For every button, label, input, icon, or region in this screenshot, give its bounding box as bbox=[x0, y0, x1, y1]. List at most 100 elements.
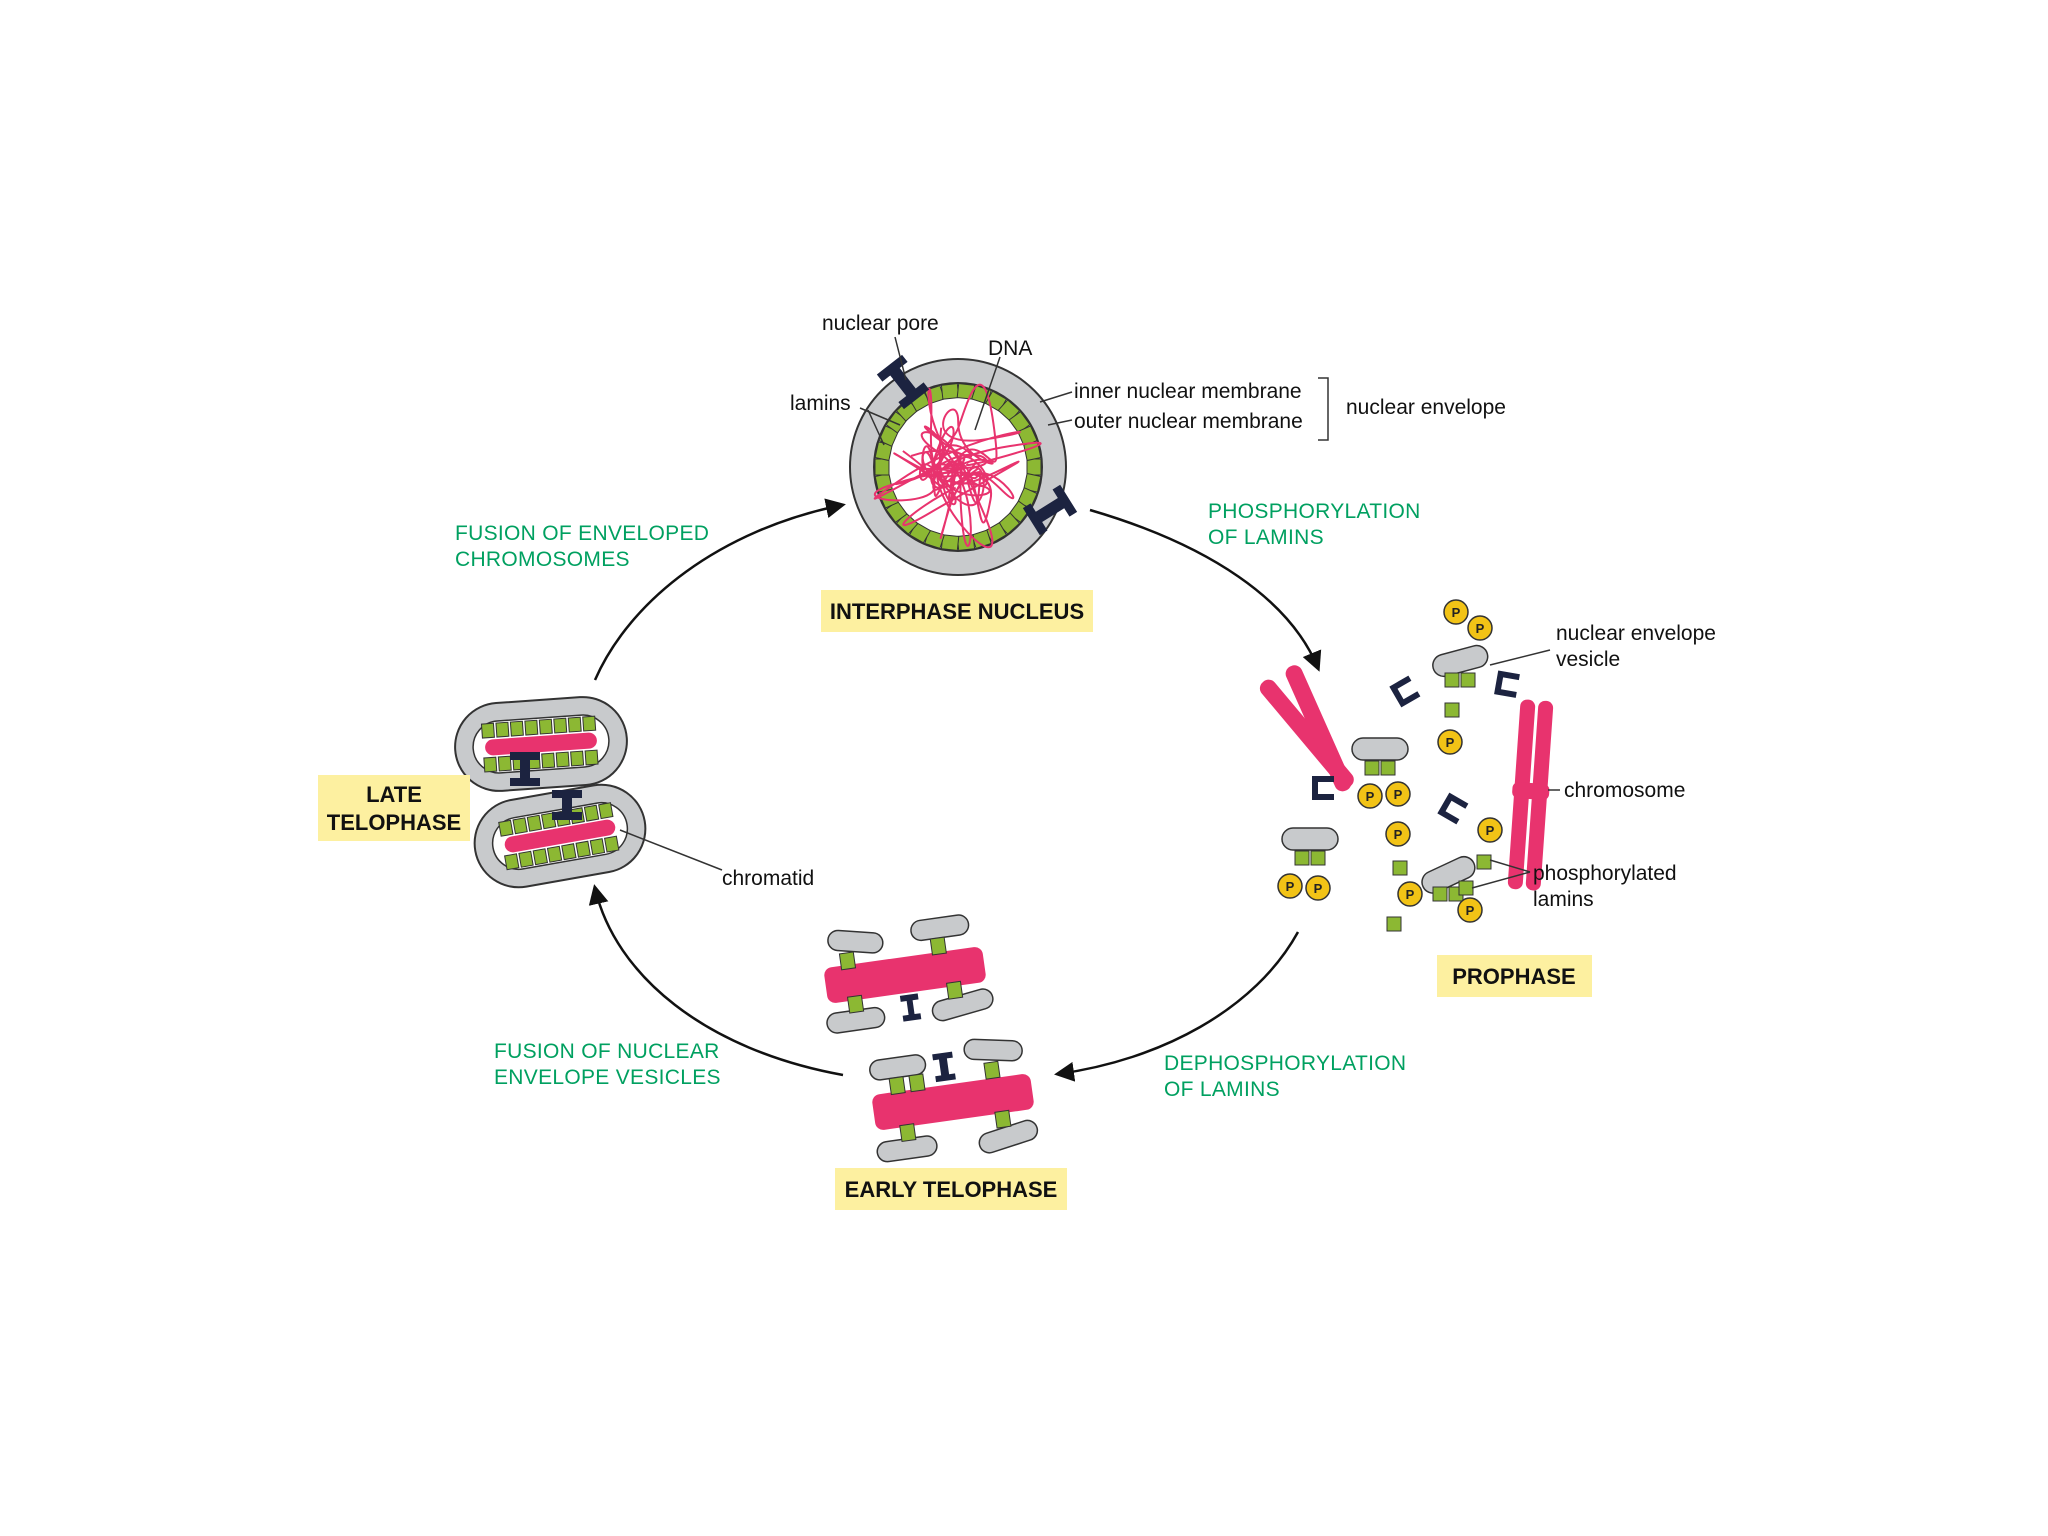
lamin-square bbox=[512, 817, 528, 835]
phosphate-group: P bbox=[1437, 729, 1463, 755]
early-telophase-lower-pair bbox=[869, 1038, 1039, 1163]
stage-box-early-telophase bbox=[835, 1168, 1067, 1210]
svg-text:P: P bbox=[1366, 789, 1375, 804]
stage-box-interphase bbox=[821, 590, 1093, 632]
svg-text:P: P bbox=[1446, 735, 1455, 750]
svg-text:P: P bbox=[1486, 823, 1495, 838]
lamin-square bbox=[1444, 672, 1460, 688]
step-phosphorylation-line1: PHOSPHORYLATION bbox=[1208, 500, 1421, 523]
prophase-chromosome-left bbox=[1259, 665, 1354, 792]
phosphate-group: P bbox=[1305, 875, 1331, 901]
lamin-segment bbox=[874, 458, 890, 476]
step-phosphorylation-line2: OF LAMINS bbox=[1208, 526, 1324, 549]
late-telophase bbox=[454, 696, 647, 889]
lamin-square bbox=[526, 814, 543, 832]
lamin-square bbox=[1476, 854, 1492, 870]
svg-text:P: P bbox=[1286, 879, 1295, 894]
nuclear-pore-right bbox=[1022, 484, 1078, 536]
phosphate-group: P bbox=[1443, 599, 1469, 625]
early-telophase-upper-pair bbox=[824, 914, 994, 1034]
interphase-callouts bbox=[859, 336, 1329, 446]
lamin-square bbox=[584, 749, 599, 766]
lamin-square bbox=[1310, 850, 1326, 866]
late-telophase-pore-upper bbox=[510, 752, 540, 786]
stage-label-late-telophase-line1: LATE bbox=[366, 782, 422, 807]
free-nuclear-pore bbox=[1389, 675, 1421, 708]
envelope-vesicle bbox=[1281, 827, 1339, 866]
envelope-vesicle bbox=[1432, 644, 1489, 688]
lamin-square bbox=[1432, 886, 1448, 902]
label-chromatid: chromatid bbox=[722, 867, 814, 890]
svg-text:P: P bbox=[1406, 887, 1415, 902]
envelope-vesicle bbox=[1351, 737, 1409, 776]
phosphate-group: P bbox=[1277, 873, 1303, 899]
lamin-square bbox=[561, 843, 577, 861]
label-dna: DNA bbox=[988, 337, 1032, 360]
label-inner-nuclear-membrane: inner nuclear membrane bbox=[1074, 380, 1302, 403]
stage-box-late-telophase bbox=[318, 775, 470, 841]
lamin-square bbox=[498, 819, 514, 837]
lamin-square bbox=[1458, 880, 1474, 896]
lamin-square bbox=[532, 848, 549, 866]
lamin-square bbox=[1294, 850, 1310, 866]
dna-tangle bbox=[873, 383, 1042, 549]
lamin-segment bbox=[1026, 458, 1042, 476]
late-telophase-lower-envelope bbox=[473, 783, 647, 889]
label-phosphorylated-line1: phosphorylated bbox=[1533, 862, 1677, 885]
arrow-late-telophase-to-interphase bbox=[593, 498, 846, 681]
lamin-square bbox=[524, 719, 539, 736]
free-nuclear-pore bbox=[1494, 670, 1520, 698]
lamin-square bbox=[582, 715, 597, 732]
lamin-square bbox=[598, 802, 614, 820]
step-dephosphorylation-line1: DEPHOSPHORYLATION bbox=[1164, 1052, 1406, 1075]
text-labels: nuclear pore DNA lamins inner nuclear me… bbox=[327, 312, 1716, 1202]
lamin-square bbox=[541, 752, 556, 769]
arrow-early-telophase-to-late-telophase bbox=[588, 884, 844, 1077]
lamin-square bbox=[538, 718, 553, 735]
lamin-square bbox=[1460, 672, 1476, 688]
step-fusion-vesicles-line1: FUSION OF NUCLEAR bbox=[494, 1040, 720, 1063]
label-envelope-vesicle-line1: nuclear envelope bbox=[1556, 622, 1716, 645]
lamin-square bbox=[570, 750, 585, 767]
lamin-segment bbox=[940, 383, 960, 400]
prophase-chromosome-right bbox=[1507, 699, 1554, 891]
lamin-square bbox=[504, 853, 520, 871]
label-chromosome: chromosome bbox=[1564, 779, 1685, 802]
lamin-square bbox=[518, 850, 534, 868]
lamin-square bbox=[1386, 916, 1402, 932]
step-fusion-vesicles-line2: ENVELOPE VESICLES bbox=[494, 1066, 721, 1089]
lamin-square bbox=[509, 720, 524, 737]
phosphate-group: P bbox=[1357, 783, 1383, 809]
cycle-arrows bbox=[588, 498, 1322, 1082]
lamin-square bbox=[546, 845, 563, 863]
label-nuclear-envelope: nuclear envelope bbox=[1346, 396, 1506, 419]
stage-label-late-telophase-line2: TELOPHASE bbox=[327, 810, 461, 835]
label-phosphorylated-line2: lamins bbox=[1533, 888, 1594, 911]
lamin-square bbox=[495, 721, 510, 738]
stage-box-prophase bbox=[1437, 955, 1592, 997]
lamin-square bbox=[603, 835, 620, 853]
interphase-nucleus bbox=[849, 354, 1078, 576]
lamin-ring bbox=[874, 383, 1042, 551]
lamin-square bbox=[553, 717, 568, 734]
arrow-interphase-to-prophase bbox=[1089, 508, 1322, 672]
svg-text:P: P bbox=[1476, 621, 1485, 636]
label-nuclear-pore: nuclear pore bbox=[822, 312, 939, 335]
free-nuclear-pore bbox=[1437, 792, 1469, 825]
phosphate-group: P bbox=[1385, 821, 1411, 847]
label-lamins: lamins bbox=[790, 392, 851, 415]
step-fusion-chromosomes-line2: CHROMOSOMES bbox=[455, 548, 630, 571]
phosphate-group: P bbox=[1397, 881, 1423, 907]
lamin-square bbox=[567, 716, 582, 733]
label-envelope-vesicle-line2: vesicle bbox=[1556, 648, 1620, 671]
svg-text:P: P bbox=[1452, 605, 1461, 620]
lamin-square bbox=[583, 804, 600, 822]
lamin-square bbox=[1444, 702, 1460, 718]
free-nuclear-pore bbox=[1312, 776, 1334, 800]
lamin-square bbox=[1364, 760, 1380, 776]
label-outer-nuclear-membrane: outer nuclear membrane bbox=[1074, 410, 1303, 433]
